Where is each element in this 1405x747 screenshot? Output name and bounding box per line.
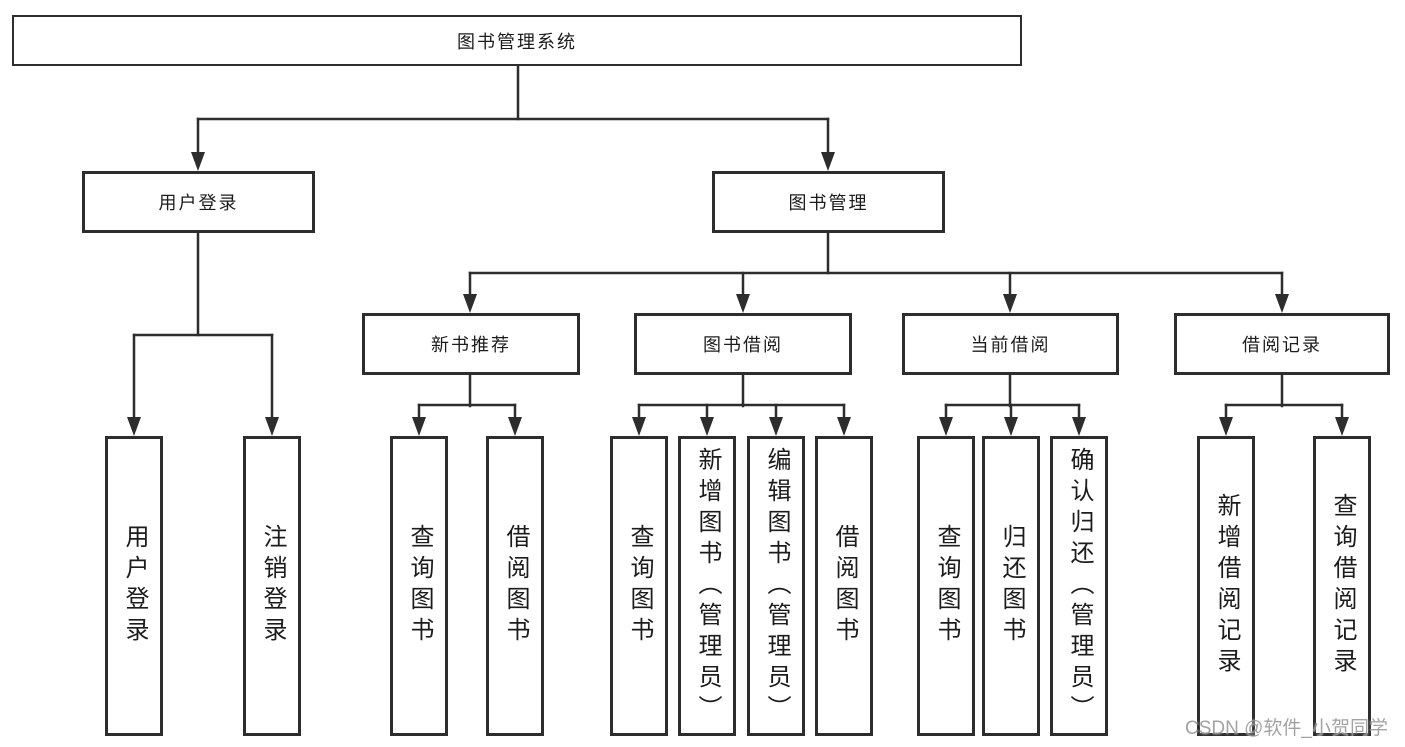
node-label: 图书管理 — [788, 193, 869, 213]
node-label: 查询图书 — [406, 524, 433, 648]
node-label: 当前借阅 — [970, 335, 1051, 355]
node-label: 图书借阅 — [703, 335, 783, 355]
node-label: 查询图书 — [933, 524, 960, 648]
leaf-query-book-recommend: 查询图书 — [390, 436, 448, 736]
node-label: 新增图书（管理员） — [694, 446, 721, 726]
leaf-borrow-book: 借阅图书 — [815, 436, 873, 736]
node-user-login: 用户登录 — [82, 171, 315, 233]
node-current-borrow: 当前借阅 — [902, 313, 1119, 375]
node-label: 新书推荐 — [431, 335, 511, 355]
leaf-edit-book-admin: 编辑图书（管理员） — [747, 436, 805, 736]
node-book-management: 图书管理 — [712, 171, 945, 233]
leaf-logout: 注销登录 — [243, 436, 301, 736]
leaf-borrow-book-recommend: 借阅图书 — [486, 436, 544, 736]
node-label: 注销登录 — [259, 524, 286, 648]
node-borrow-records: 借阅记录 — [1174, 313, 1390, 375]
leaf-return-book: 归还图书 — [982, 436, 1040, 736]
leaf-add-borrow-record: 新增借阅记录 — [1197, 436, 1255, 736]
node-label: 查询图书 — [626, 524, 653, 648]
node-label: 查询借阅记录 — [1329, 493, 1356, 679]
node-label: 用户登录 — [121, 524, 148, 648]
node-label: 归还图书 — [998, 524, 1025, 648]
leaf-query-book-current: 查询图书 — [917, 436, 975, 736]
node-label: 图书管理系统 — [457, 31, 577, 52]
node-label: 编辑图书（管理员） — [763, 446, 790, 726]
node-book-borrow: 图书借阅 — [634, 313, 852, 375]
node-label: 借阅记录 — [1242, 335, 1322, 355]
leaf-user-login: 用户登录 — [105, 436, 163, 736]
watermark: CSDN @软件_小贺同学 — [1185, 718, 1388, 739]
node-label: 确认归还（管理员） — [1066, 446, 1093, 726]
node-new-book-recommend: 新书推荐 — [362, 313, 580, 375]
node-label: 用户登录 — [158, 193, 239, 213]
leaf-query-borrow-record: 查询借阅记录 — [1313, 436, 1371, 736]
node-library-management-system: 图书管理系统 — [12, 15, 1022, 66]
node-label: 新增借阅记录 — [1213, 493, 1240, 679]
node-label: 借阅图书 — [502, 524, 529, 648]
leaf-query-book-borrow: 查询图书 — [610, 436, 668, 736]
leaf-confirm-return-admin: 确认归还（管理员） — [1050, 436, 1108, 736]
node-label: 借阅图书 — [831, 524, 858, 648]
leaf-add-book-admin: 新增图书（管理员） — [678, 436, 736, 736]
